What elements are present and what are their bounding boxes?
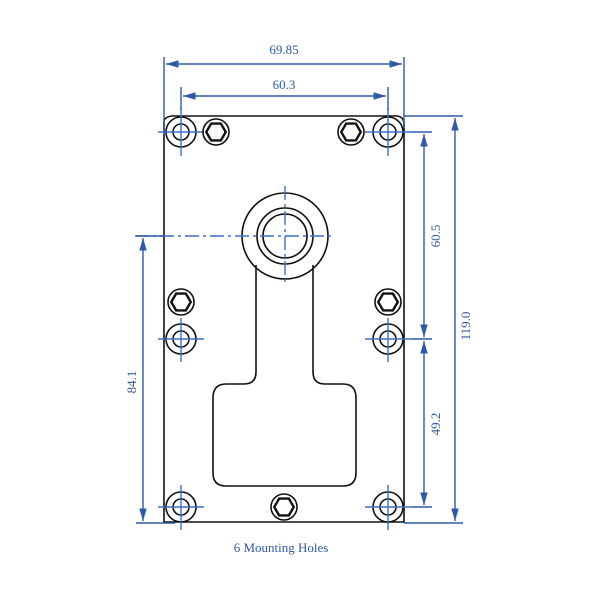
hex-bolt-icon: [270, 493, 298, 521]
mounting-hole-top-left: [158, 108, 204, 156]
dim-overall-width: 69.85: [163, 42, 405, 135]
mounting-hole-bottom-left: [158, 485, 204, 530]
dim-upper-hole-spacing: 60.5: [411, 131, 443, 340]
dim-label-overall-width: 69.85: [269, 42, 298, 57]
mounting-hole-mid-left: [158, 318, 204, 362]
mounting-hole-mid-right: [365, 318, 411, 362]
dim-label-overall-height: 119.0: [458, 312, 473, 341]
hex-bolts: [167, 118, 402, 521]
hex-bolt-icon: [374, 288, 402, 316]
dim-label-hole-spacing: 60.3: [273, 77, 296, 92]
hex-bolt-icon: [202, 118, 230, 146]
dim-label-upper-spacing: 60.5: [428, 225, 443, 248]
mounting-hole-bottom-right: [365, 485, 411, 530]
dim-hole-spacing-width: 60.3: [180, 77, 389, 110]
dim-left-height: 84.1: [124, 235, 175, 524]
dim-overall-height: 119.0: [404, 115, 473, 524]
dim-label-lower-spacing: 49.2: [428, 413, 443, 436]
mounting-holes: [158, 108, 411, 530]
housing-cavity: [212, 265, 357, 487]
plate-outline: [163, 115, 405, 523]
output-boss: [135, 186, 335, 285]
hex-bolt-icon: [167, 288, 195, 316]
dim-label-left-height: 84.1: [124, 371, 139, 394]
drawing-caption: 6 Mounting Holes: [234, 540, 329, 555]
mounting-hole-top-right: [365, 108, 411, 156]
hex-bolt-icon: [337, 118, 365, 146]
dim-lower-hole-spacing: 49.2: [411, 341, 443, 508]
